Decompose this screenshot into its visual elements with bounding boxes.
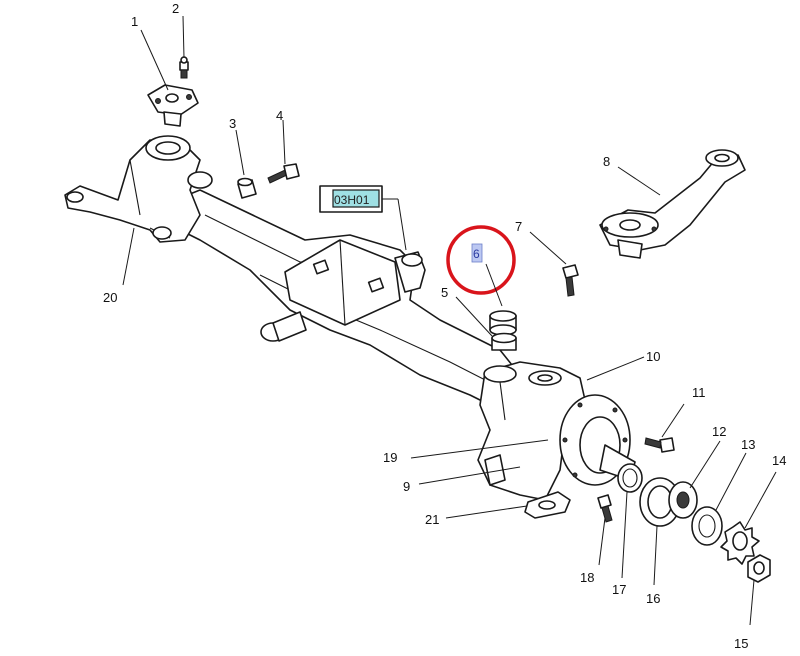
callout-11: 11: [692, 385, 706, 400]
callout-16: 16: [646, 591, 660, 606]
bearing-cup: [639, 477, 681, 527]
callout-12: 12: [712, 424, 726, 439]
callout-20: 20: [103, 290, 117, 305]
callout-labels: 1 2 3 4 5 6 7 8 9 10 11 12 13 14 15 16 1…: [103, 1, 786, 651]
callout-21: 21: [425, 512, 439, 527]
callout-14: 14: [772, 453, 786, 468]
callout-18: 18: [580, 570, 594, 585]
roller-bearing-13: [691, 506, 723, 546]
bolt-7: [562, 264, 579, 297]
reference-code: 03H01: [334, 193, 370, 207]
callout-19: 19: [383, 450, 397, 465]
tab-washer: [720, 521, 760, 565]
plate: [524, 491, 571, 519]
highlight-badge: [471, 243, 483, 263]
hub-nut: [747, 554, 771, 583]
thrust-washers: [489, 310, 517, 351]
callout-15: 15: [734, 636, 748, 651]
leader-lines: [122, 15, 777, 626]
highlight-ring: [446, 225, 516, 295]
callout-13: 13: [741, 437, 755, 452]
right-knuckle: [477, 361, 636, 501]
callout-8: 8: [603, 154, 610, 169]
callout-3: 3: [229, 116, 236, 131]
callout-4: 4: [276, 108, 283, 123]
callout-5: 5: [441, 285, 448, 300]
kingpin-cap: [147, 84, 199, 127]
callout-9: 9: [403, 479, 410, 494]
grease-nipple: [179, 56, 189, 79]
steering-arm: [599, 149, 746, 259]
reference-box: [319, 185, 407, 251]
left-knuckle: [64, 135, 213, 243]
seal: [617, 463, 643, 493]
callout-10: 10: [646, 349, 660, 364]
bolt-18: [597, 494, 613, 523]
axle-beam: [169, 189, 521, 411]
callout-2: 2: [172, 1, 179, 16]
callout-1: 1: [131, 14, 138, 29]
bolt-4: [267, 163, 300, 184]
bolt-11: [644, 437, 675, 453]
callout-7: 7: [515, 219, 522, 234]
bushing: [237, 177, 257, 199]
roller-bearing-12: [668, 481, 698, 519]
callout-6: 6: [473, 247, 480, 261]
callout-17: 17: [612, 582, 626, 597]
